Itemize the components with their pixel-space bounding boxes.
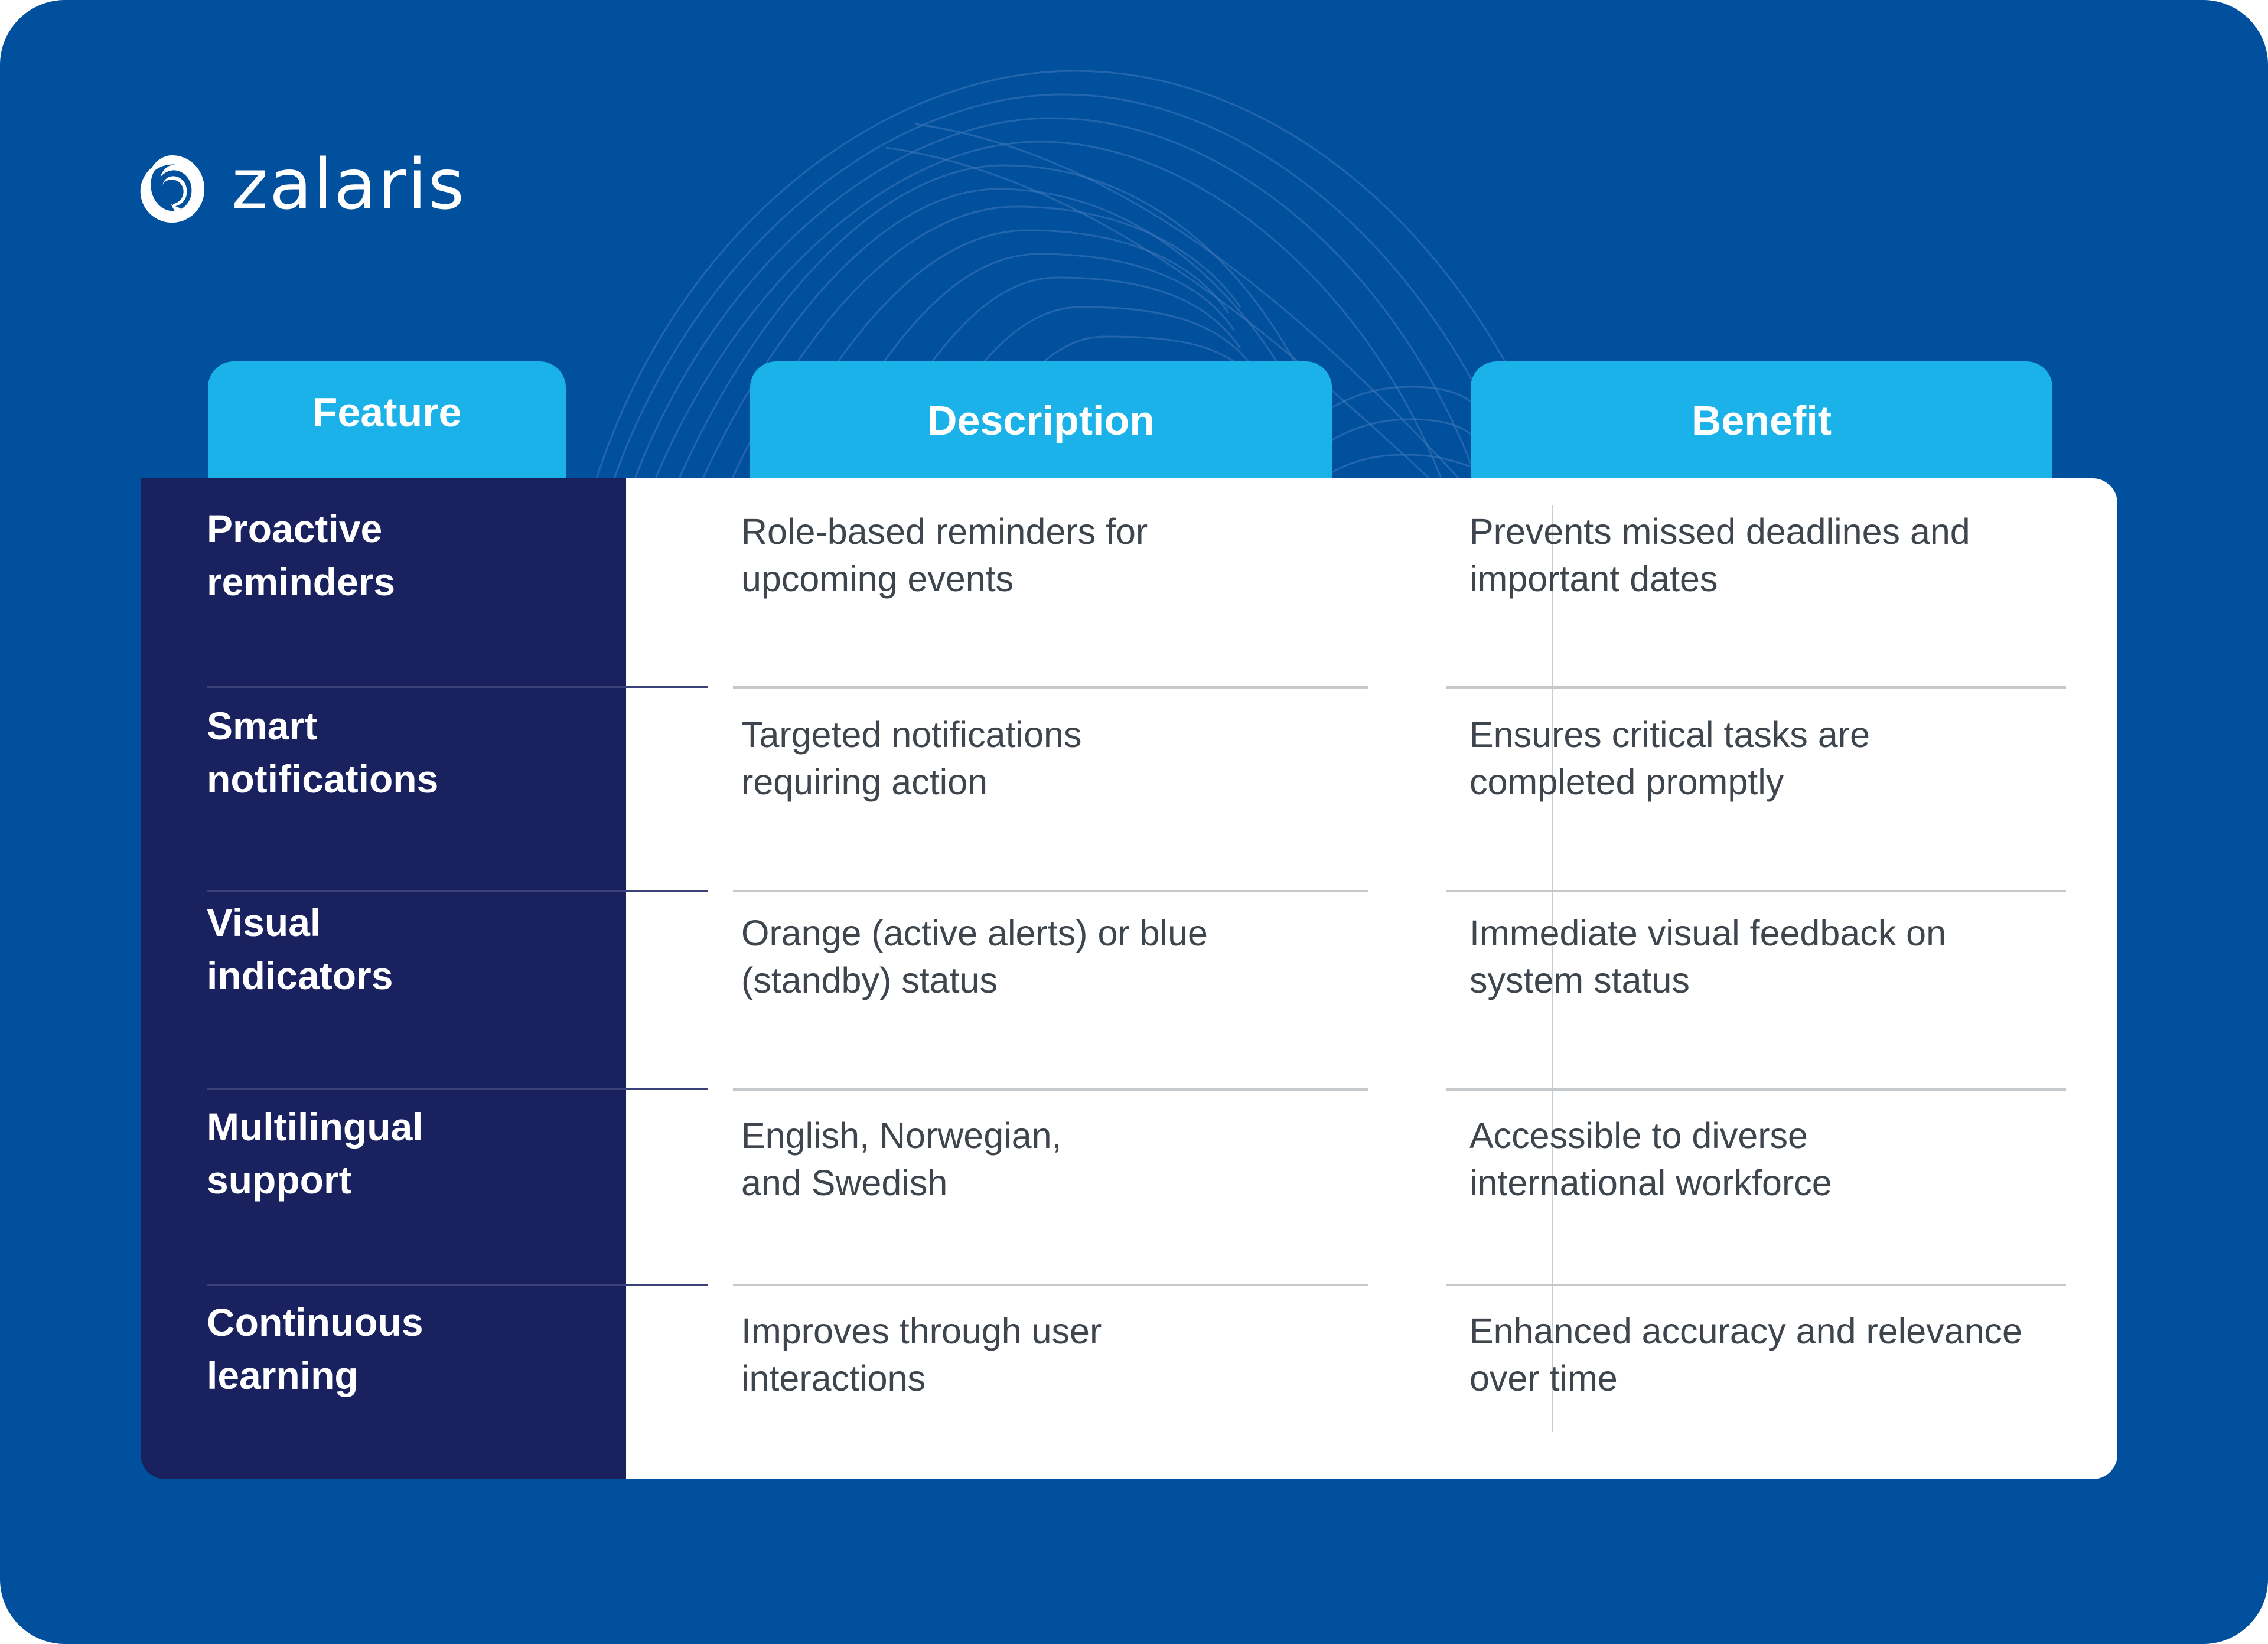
brand-logo: zalaris — [137, 143, 466, 227]
benefit-cell: Immediate visual feedback on system stat… — [1469, 909, 2096, 1004]
column-header-benefit-label: Benefit — [1691, 397, 1832, 443]
benefit-line: over time — [1469, 1358, 1618, 1398]
row-divider — [207, 686, 708, 688]
row-divider — [733, 686, 1368, 689]
feature-line: Visual — [207, 901, 321, 944]
description-cell: English, Norwegian, and Swedish — [741, 1112, 1361, 1206]
row-divider — [207, 1284, 708, 1286]
benefit-cell: Ensures critical tasks are completed pro… — [1469, 711, 2096, 805]
benefit-line: system status — [1469, 960, 1690, 1000]
benefit-line: Prevents missed deadlines and — [1469, 511, 1970, 552]
column-header-description-label: Description — [927, 397, 1155, 443]
benefit-cell: Enhanced accuracy and relevance over tim… — [1469, 1307, 2096, 1402]
feature-table: Proactive reminders Role-based reminders… — [141, 478, 2117, 1479]
feature-line: indicators — [207, 954, 393, 997]
feature-line: learning — [207, 1353, 359, 1397]
benefit-line: Immediate visual feedback on — [1469, 913, 1946, 953]
row-divider — [733, 890, 1368, 892]
feature-cell: Multilingual support — [207, 1100, 620, 1206]
column-header-feature-label: Feature — [312, 389, 462, 435]
description-line: requiring action — [741, 762, 988, 802]
feature-column-background — [141, 478, 626, 1479]
row-divider — [207, 1088, 708, 1090]
column-header-benefit: Benefit — [1471, 361, 2052, 480]
zalaris-swirl-icon — [140, 155, 205, 223]
description-cell: Targeted notifications requiring action — [741, 711, 1361, 805]
description-cell: Orange (active alerts) or blue (standby)… — [741, 909, 1361, 1004]
row-divider — [207, 890, 708, 892]
column-header-feature: Feature — [208, 361, 566, 480]
benefit-cell: Accessible to diverse international work… — [1469, 1112, 2096, 1206]
row-divider — [733, 1088, 1368, 1091]
description-line: Targeted notifications — [741, 715, 1082, 755]
description-line: Role-based reminders for — [741, 511, 1148, 552]
feature-line: Multilingual — [207, 1105, 423, 1149]
description-line: (standby) status — [741, 960, 998, 1000]
details-card-background — [626, 478, 2117, 1479]
feature-cell: Continuous learning — [207, 1296, 620, 1402]
row-divider — [1446, 890, 2066, 892]
benefit-line: important dates — [1469, 559, 1718, 599]
feature-line: support — [207, 1158, 352, 1202]
benefit-line: Ensures critical tasks are — [1469, 715, 1870, 755]
benefit-line: Enhanced accuracy and relevance — [1469, 1311, 2022, 1351]
brand-name: zalaris — [232, 143, 466, 225]
description-cell: Improves through user interactions — [741, 1307, 1361, 1402]
benefit-line: Accessible to diverse — [1469, 1115, 1808, 1156]
description-cell: Role-based reminders for upcoming events — [741, 508, 1361, 602]
feature-cell: Smart notifications — [207, 699, 620, 805]
description-line: Orange (active alerts) or blue — [741, 913, 1208, 953]
row-divider — [733, 1284, 1368, 1286]
row-divider — [1446, 686, 2066, 689]
feature-cell: Visual indicators — [207, 896, 620, 1002]
feature-line: reminders — [207, 560, 396, 604]
row-divider — [1446, 1088, 2066, 1091]
feature-line: Proactive — [207, 507, 383, 550]
feature-line: Continuous — [207, 1300, 423, 1344]
row-divider — [1446, 1284, 2066, 1286]
column-header-description: Description — [750, 361, 1332, 480]
description-line: English, Norwegian, — [741, 1115, 1062, 1156]
description-line: Improves through user — [741, 1311, 1102, 1351]
benefit-cell: Prevents missed deadlines and important … — [1469, 508, 2096, 602]
feature-line: Smart — [207, 704, 318, 748]
column-divider — [1552, 505, 1553, 1432]
feature-cell: Proactive reminders — [207, 502, 620, 608]
benefit-line: international workforce — [1469, 1163, 1832, 1203]
feature-line: notifications — [207, 757, 439, 801]
description-line: interactions — [741, 1358, 926, 1398]
description-line: and Swedish — [741, 1163, 948, 1203]
description-line: upcoming events — [741, 559, 1014, 599]
benefit-line: completed promptly — [1469, 762, 1784, 802]
